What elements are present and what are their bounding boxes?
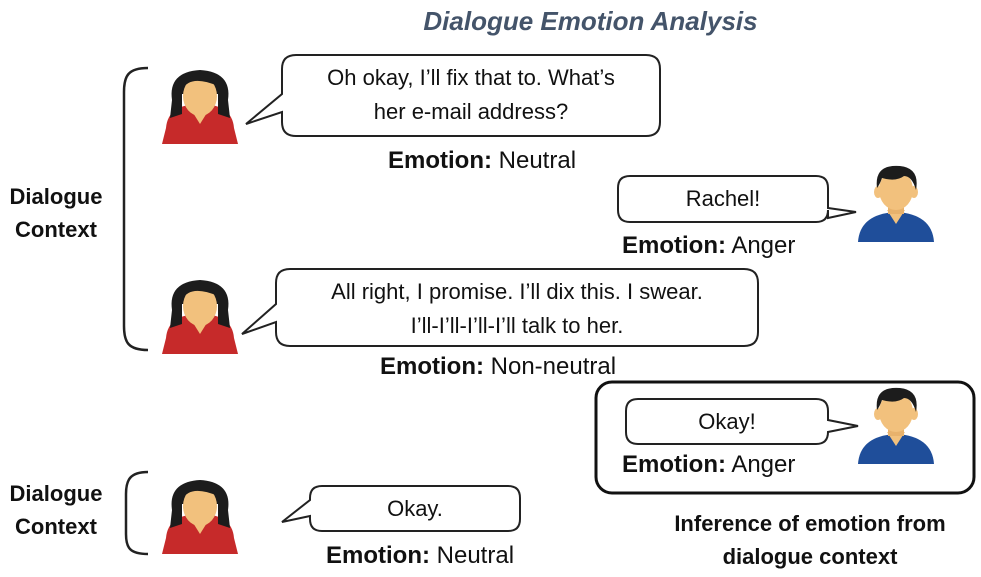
utterance-4-line1: Okay! <box>698 409 756 434</box>
context-label-top: Dialogue Context <box>0 180 112 246</box>
emotion-label-3: Emotion: Non-neutral <box>380 353 616 381</box>
utterance-text-4: Okay! <box>626 405 828 439</box>
context-label-bottom: Dialogue Context <box>0 477 112 543</box>
emotion-key-5: Emotion: <box>326 542 430 569</box>
speech-bubble-2 <box>617 175 857 223</box>
emotion-value-3: Non-neutral <box>490 353 617 380</box>
emotion-key-2: Emotion: <box>622 232 726 259</box>
inference-highlight-box <box>594 380 976 495</box>
context-bracket-top <box>122 66 149 352</box>
utterance-text-3: All right, I promise. I’ll dix this. I s… <box>276 275 758 343</box>
context-label-bottom-line2: Context <box>15 514 97 539</box>
utterance-3-line1: All right, I promise. I’ll dix this. I s… <box>331 279 703 304</box>
speech-bubble-3 <box>241 268 759 347</box>
context-label-bottom-line1: Dialogue <box>9 481 103 506</box>
inference-caption-line1: Inference of emotion from <box>674 511 946 536</box>
emotion-value-5: Neutral <box>436 542 515 569</box>
emotion-key-4: Emotion: <box>622 451 726 478</box>
utterance-3-line2: I’ll-I’ll-I’ll-I’ll talk to her. <box>410 313 624 338</box>
female-avatar-2 <box>162 280 238 354</box>
utterance-5-line1: Okay. <box>387 496 443 521</box>
male-avatar-1 <box>858 165 934 242</box>
emotion-key-1: Emotion: <box>388 147 492 174</box>
emotion-label-1: Emotion: Neutral <box>388 147 576 175</box>
female-avatar-3 <box>162 480 238 554</box>
inference-caption: Inference of emotion from dialogue conte… <box>640 507 980 573</box>
context-bracket-bottom <box>124 470 149 556</box>
utterance-1-line2: her e-mail address? <box>373 99 569 124</box>
inference-caption-line2: dialogue context <box>722 544 898 569</box>
emotion-value-1: Neutral <box>498 147 577 174</box>
emotion-label-4: Emotion: Anger <box>622 451 795 479</box>
speech-bubble-4 <box>625 398 859 445</box>
utterance-text-5: Okay. <box>310 492 520 526</box>
utterance-text-2: Rachel! <box>618 182 828 216</box>
diagram-title: Dialogue Emotion Analysis <box>423 6 758 36</box>
female-avatar-1 <box>162 70 238 144</box>
utterance-1-line1: Oh okay, I’ll fix that to. What’s <box>327 65 615 90</box>
male-avatar-2 <box>858 387 934 464</box>
context-label-top-line1: Dialogue <box>9 184 103 209</box>
speech-bubble-5 <box>281 485 521 532</box>
emotion-label-5: Emotion: Neutral <box>326 542 514 570</box>
emotion-key-3: Emotion: <box>380 353 484 380</box>
emotion-value-2: Anger <box>731 232 796 259</box>
utterance-text-1: Oh okay, I’ll fix that to. What’s her e-… <box>282 61 660 129</box>
context-label-top-line2: Context <box>15 217 97 242</box>
speech-bubble-1 <box>245 54 661 137</box>
emotion-value-4: Anger <box>731 451 796 478</box>
utterance-2-line1: Rachel! <box>685 186 761 211</box>
emotion-label-2: Emotion: Anger <box>622 232 795 260</box>
